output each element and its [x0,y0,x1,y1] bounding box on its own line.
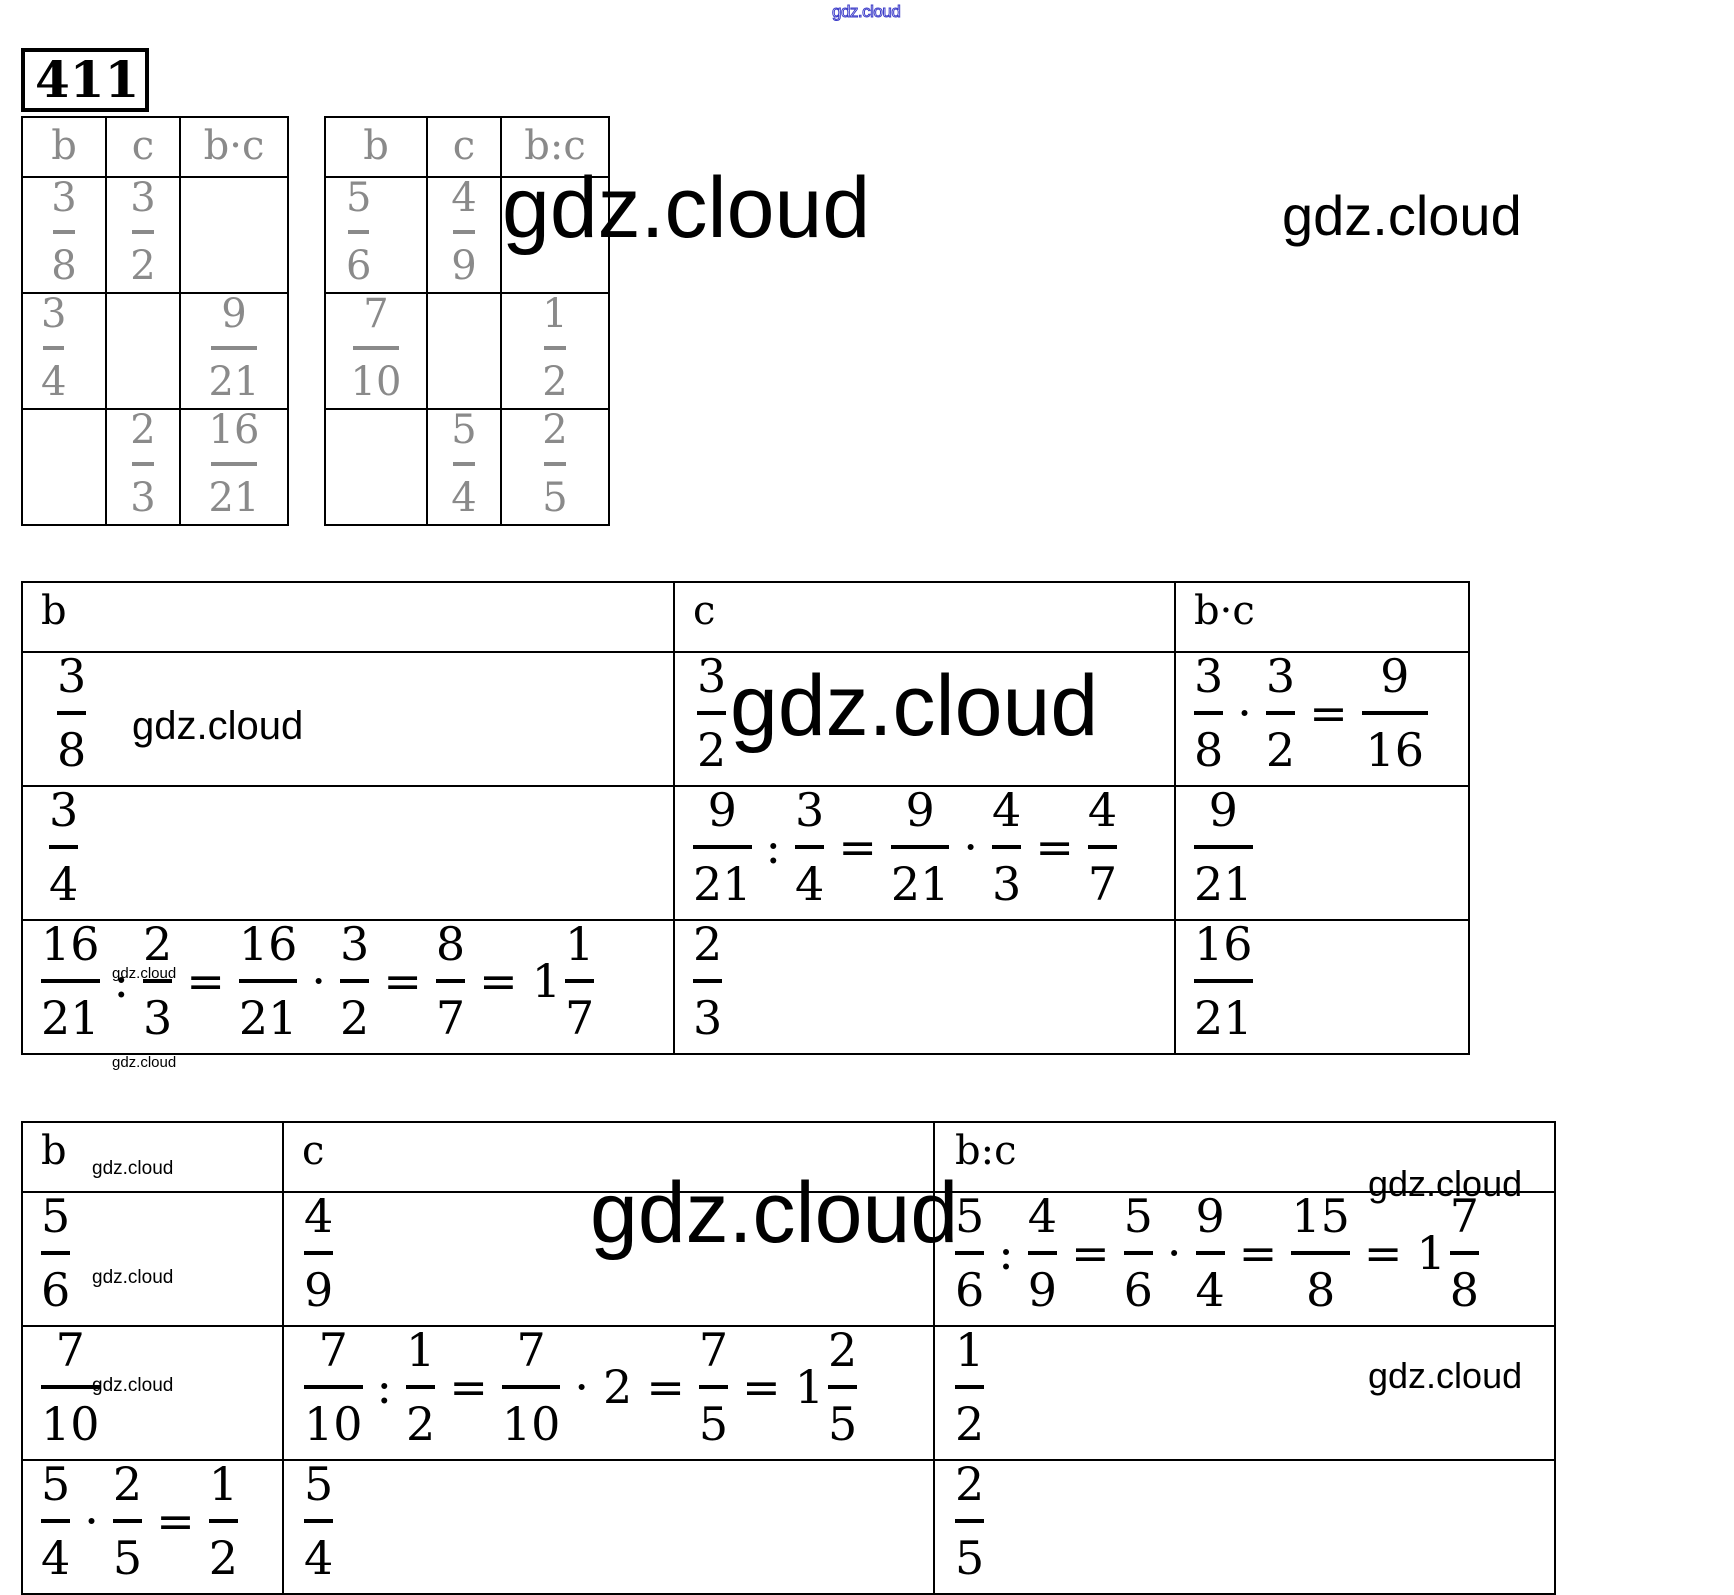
header-b: b [41,588,67,634]
watermark: gdz.cloud [92,1375,174,1396]
empty-cell [105,292,181,410]
header-bc: b·c [203,123,265,169]
empty-cell [500,176,610,294]
watermark: gdz.cloud [590,1165,959,1261]
watermark: gdz.cloud [1368,1163,1523,1204]
empty-cell [179,176,289,294]
header-c: c [131,123,155,169]
watermark: gdz.cloud [1282,184,1522,247]
watermark: gdz.cloud [132,704,304,748]
watermark: gdz.cloud [730,658,1099,754]
header-b: b [51,123,77,169]
task-number: 411 [21,48,149,112]
header-bc: b·c [1194,588,1255,634]
header-b-div-c: b:c [524,123,586,169]
watermark: gdz.cloud [112,965,177,982]
watermark: gdz.cloud [502,160,871,256]
watermark: gdz.cloud [92,1158,174,1179]
empty-cell [426,292,502,410]
watermark: gdz.cloud [112,1054,177,1071]
empty-cell [324,408,428,526]
header-c: c [693,588,716,634]
header-c: c [302,1128,325,1174]
header-b-div-c: b:c [955,1128,1017,1174]
header-c: c [452,123,476,169]
header-b: b [363,123,389,169]
header-b: b [41,1128,67,1174]
top-watermark: gdz.cloud [831,2,901,22]
watermark: gdz.cloud [1368,1355,1523,1396]
watermark: gdz.cloud [92,1267,174,1288]
empty-cell [21,408,107,526]
